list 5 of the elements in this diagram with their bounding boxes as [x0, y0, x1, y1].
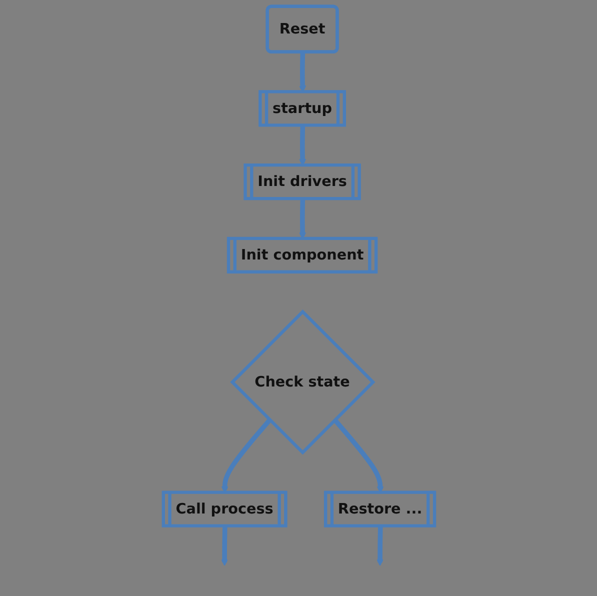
arrow: [220, 526, 228, 566]
node-diamond: Check state: [230, 310, 375, 455]
arrow: [298, 52, 306, 92]
arrow: [376, 526, 384, 566]
arrow: [298, 126, 306, 166]
